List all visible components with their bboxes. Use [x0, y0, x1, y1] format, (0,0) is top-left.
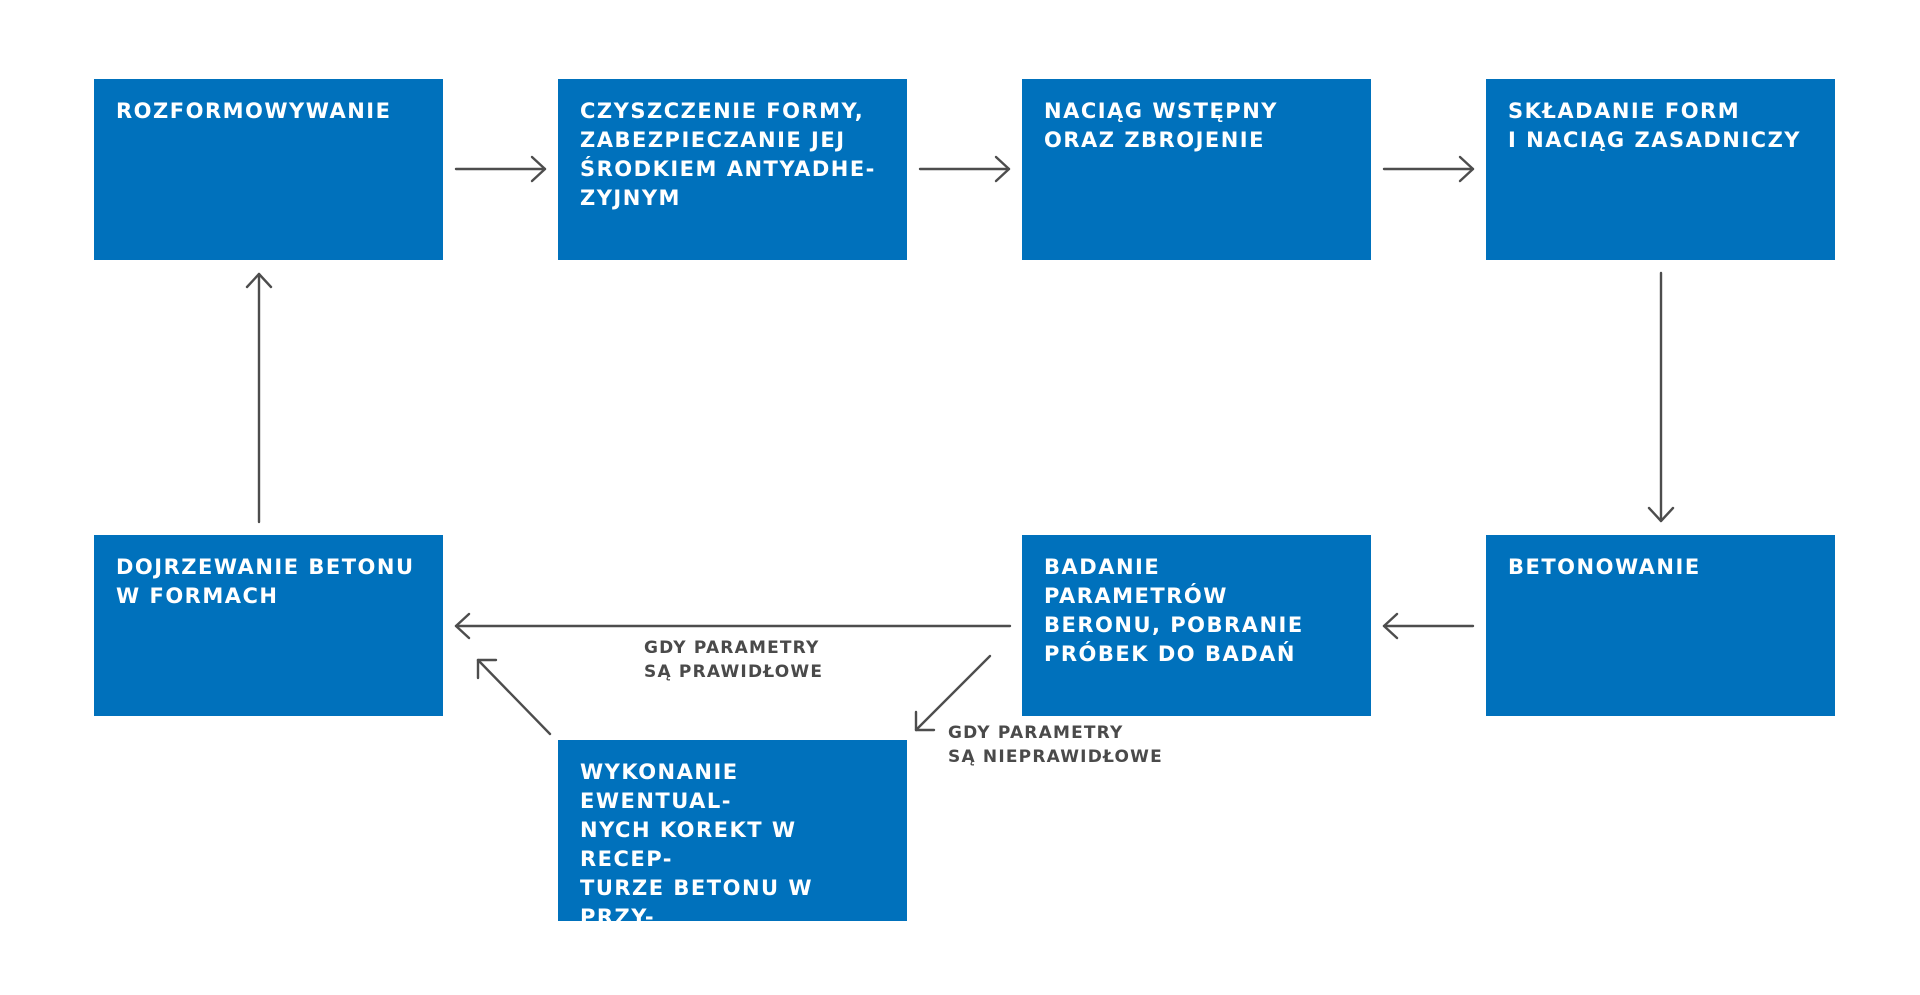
arrow-s5-to-s6	[1382, 612, 1475, 640]
step-dojrzewanie-betonu: DOJRZEWANIE BETONU W FORMACH	[94, 535, 443, 716]
arrow-s4-to-s5	[1647, 271, 1675, 523]
arrow-s6-to-s7	[454, 612, 1012, 640]
arrow-s1-to-s2	[454, 155, 547, 183]
step-rozformowywanie: ROZFORMOWYWANIE	[94, 79, 443, 260]
step-wykonanie-korekt: WYKONANIE EWENTUAL- NYCH KOREKT W RECEP-…	[558, 740, 907, 987]
label-parameters-correct: GDY PARAMETRY SĄ PRAWIDŁOWE	[644, 638, 824, 682]
step-badanie-parametrow: BADANIE PARAMETRÓW BERONU, POBRANIE PRÓB…	[1022, 535, 1371, 716]
arrow-s2-to-s3	[918, 155, 1011, 183]
arrow-s6-to-s8	[914, 654, 992, 732]
step-skladanie-form: SKŁADANIE FORM I NACIĄG ZASADNICZY	[1486, 79, 1835, 260]
arrow-s7-to-s1	[245, 272, 273, 524]
label-parameters-incorrect: GDY PARAMETRY SĄ NIEPRAWIDŁOWE	[948, 723, 1163, 767]
step-naciag-wstepny: NACIĄG WSTĘPNY ORAZ ZBROJENIE	[1022, 79, 1371, 260]
step-betonowanie: BETONOWANIE	[1486, 535, 1835, 716]
arrow-s8-to-s7	[476, 658, 552, 736]
step-czyszczenie-formy: CZYSZCZENIE FORMY, ZABEZPIECZANIE JEJ ŚR…	[558, 79, 907, 260]
arrow-s3-to-s4	[1382, 155, 1475, 183]
